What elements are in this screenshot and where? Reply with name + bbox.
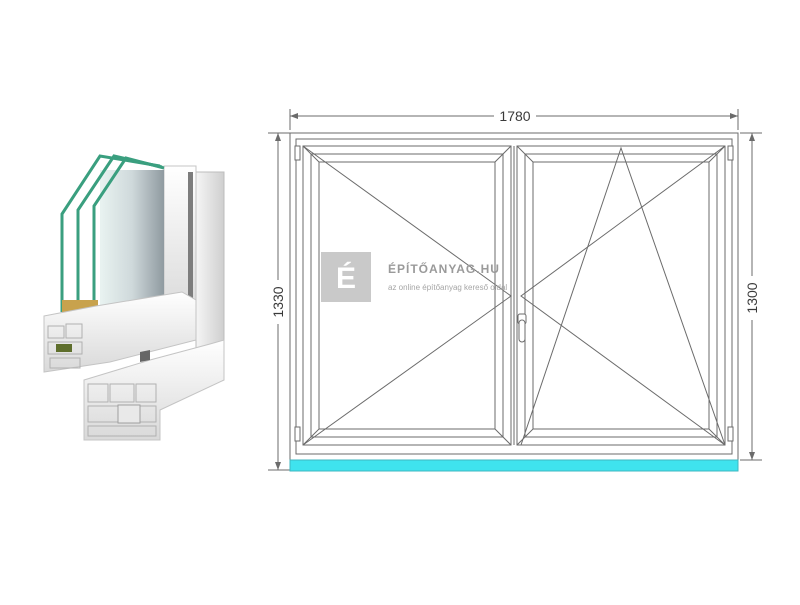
sash-chambers: [47, 323, 83, 369]
hinges: [294, 145, 734, 442]
height-dimension-left: [268, 132, 292, 471]
right-tilt-lines: [520, 146, 726, 446]
window-drawing: [268, 106, 762, 472]
watermark-tagline: az online építőanyag kereső oldal: [388, 283, 507, 292]
window-handle: [517, 313, 527, 343]
watermark-logo-letter: É: [336, 261, 356, 295]
window-sill: [289, 459, 739, 472]
rebate-shadow: [188, 172, 193, 312]
watermark-brand: ÉPÍTŐANYAG.HU: [388, 261, 500, 276]
profile-illustration: [43, 154, 225, 441]
watermark: É ÉPÍTŐANYAG.HU az online építőanyag ker…: [321, 252, 507, 302]
width-dimension: [289, 106, 739, 130]
height-dimension-right: [740, 132, 762, 461]
frame-gasket: [140, 350, 150, 362]
width-label: 1780: [499, 108, 530, 124]
height-right-label: 1300: [744, 282, 760, 313]
height-left-label: 1330: [270, 286, 286, 317]
steel-reinforcement: [117, 404, 141, 424]
right-sash: [516, 145, 726, 446]
left-opening-lines: [302, 145, 512, 446]
right-turn-lines: [520, 145, 726, 446]
watermark-logo: [321, 252, 371, 302]
glass-pane: [100, 170, 164, 312]
glass-sheet-3: [92, 156, 165, 306]
sash-gasket: [56, 344, 72, 352]
frame-vertical: [195, 171, 225, 353]
outer-frame-inner: [295, 138, 733, 455]
